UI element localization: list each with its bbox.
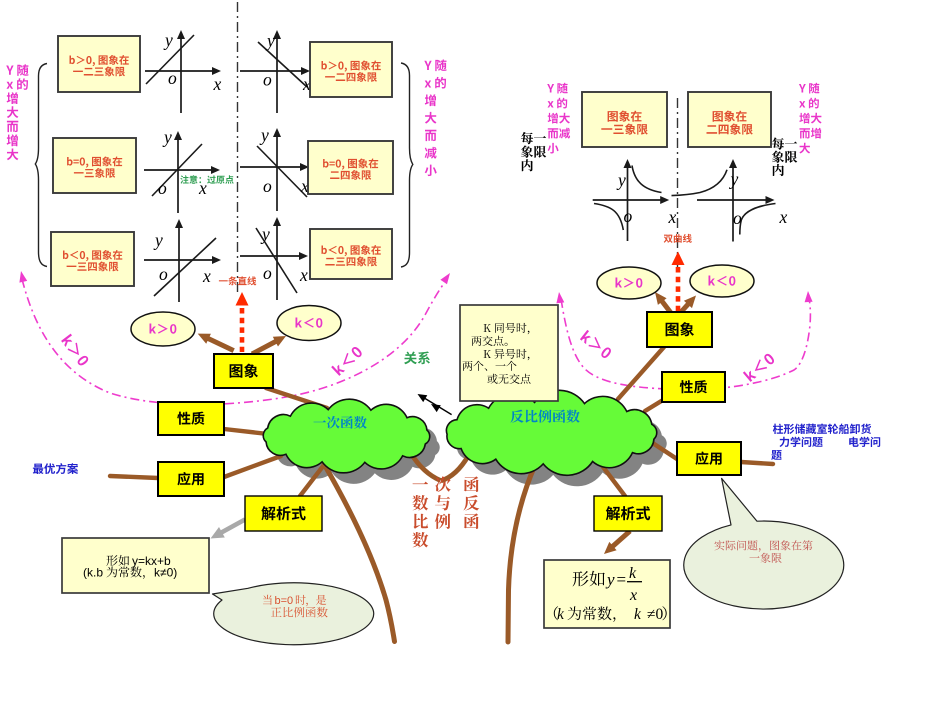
svg-text:k≠0): k≠0): [154, 566, 177, 580]
svg-text:y: y: [162, 127, 172, 147]
svg-text:o: o: [263, 70, 272, 90]
svg-text:(k.b: (k.b: [83, 566, 103, 580]
svg-text:y: y: [729, 169, 739, 189]
svg-text:y: y: [605, 570, 615, 589]
svg-text:x: x: [302, 74, 311, 94]
svg-text:x: x: [202, 266, 211, 286]
svg-text:x: x: [629, 587, 637, 604]
svg-text:x: x: [299, 265, 308, 285]
svg-text:k: k: [634, 606, 642, 623]
svg-text:o: o: [624, 206, 633, 226]
svg-text:y: y: [265, 31, 275, 51]
svg-text:o: o: [159, 264, 168, 284]
svg-text:o: o: [158, 178, 167, 198]
svg-text:x: x: [300, 176, 309, 196]
svg-text:y: y: [163, 30, 173, 50]
svg-text:o: o: [263, 176, 272, 196]
svg-text:y: y: [616, 170, 626, 190]
svg-text:=: =: [617, 570, 627, 589]
svg-text:o: o: [168, 68, 177, 88]
svg-text:x: x: [213, 74, 222, 94]
svg-text:k: k: [557, 606, 565, 623]
svg-text:b=0: b=0: [275, 595, 294, 607]
svg-text:≠0: ≠0: [647, 606, 664, 623]
svg-text:x: x: [779, 207, 788, 227]
svg-text:y: y: [153, 230, 163, 250]
svg-text:x: x: [198, 178, 207, 198]
svg-text:y: y: [260, 224, 270, 244]
svg-text:k: k: [629, 565, 637, 582]
svg-text:x: x: [668, 207, 677, 227]
svg-text:y=kx+b: y=kx+b: [132, 554, 171, 568]
svg-text:o: o: [263, 263, 272, 283]
svg-text:y: y: [259, 125, 269, 145]
svg-text:o: o: [733, 208, 742, 228]
